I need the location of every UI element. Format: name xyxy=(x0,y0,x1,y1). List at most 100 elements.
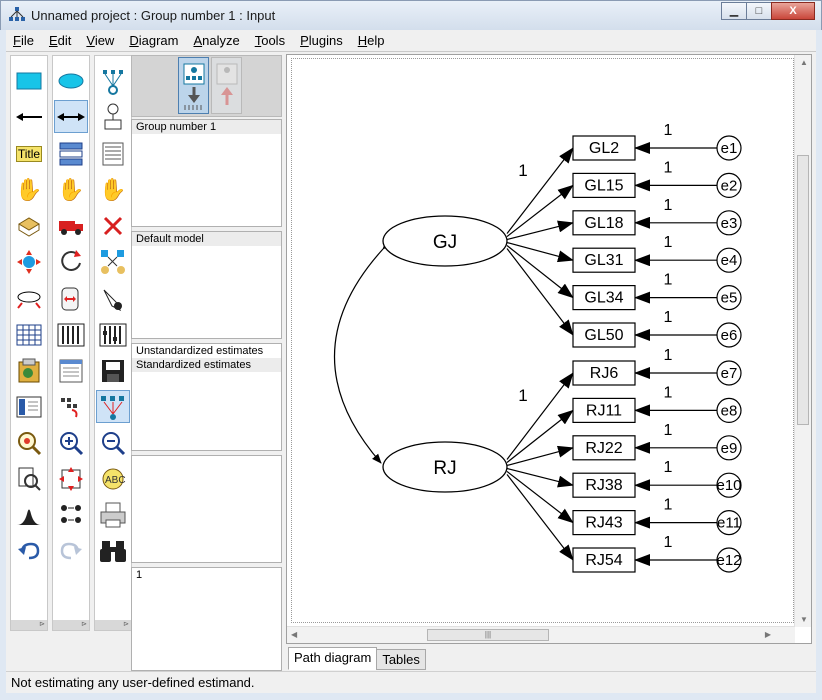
horizontal-scroll-thumb[interactable]: ||| xyxy=(427,629,549,641)
error-variable-e12[interactable] xyxy=(716,547,742,573)
vertical-scroll-thumb[interactable] xyxy=(797,155,809,425)
error-weight-label[interactable]: 1 xyxy=(664,384,673,401)
observed-variable-rj22[interactable] xyxy=(572,435,636,461)
error-variable-e10[interactable] xyxy=(716,472,742,498)
menu-help[interactable]: Help xyxy=(357,33,385,48)
error-variable-e3[interactable] xyxy=(716,210,742,236)
maximize-button[interactable]: □ xyxy=(746,2,772,20)
menu-edit[interactable]: Edit xyxy=(48,33,72,48)
observed-variable-label[interactable]: RJ6 xyxy=(590,365,619,382)
zoom-in-icon[interactable] xyxy=(54,426,88,459)
touch-up-variable-icon[interactable] xyxy=(96,282,130,315)
zoom-out-icon[interactable] xyxy=(96,426,130,459)
sliders-icon[interactable] xyxy=(96,318,130,351)
view-output-button[interactable] xyxy=(211,57,242,114)
error-variable-e6[interactable] xyxy=(716,322,742,348)
tool-column-1-scroll[interactable]: ⊳ xyxy=(11,620,47,630)
error-variable-e7[interactable] xyxy=(716,360,742,386)
error-variable-e9[interactable] xyxy=(716,435,742,461)
double-arrow-tool[interactable] xyxy=(54,100,88,133)
observed-variable-rj43[interactable] xyxy=(572,510,636,536)
loading-path-gl31[interactable] xyxy=(506,241,574,263)
select-all-hand-icon[interactable]: ✋ xyxy=(57,176,85,202)
multiple-group-icon[interactable] xyxy=(54,498,88,531)
error-weight-label[interactable]: 1 xyxy=(664,422,673,439)
list-variables-in-model-icon[interactable] xyxy=(54,137,88,170)
text-output-icon[interactable] xyxy=(54,354,88,387)
error-weight-label[interactable]: 1 xyxy=(664,159,673,176)
observed-variable-label[interactable]: RJ54 xyxy=(585,552,622,569)
menu-diagram[interactable]: Diagram xyxy=(129,33,179,48)
error-variable-label[interactable]: e8 xyxy=(721,402,738,419)
latent-variable-gj[interactable] xyxy=(382,215,508,267)
draw-observed-variable-tool[interactable] xyxy=(12,64,46,97)
observed-variable-gl34[interactable] xyxy=(572,285,636,311)
covariance-path[interactable] xyxy=(334,239,393,464)
rotate-icon[interactable] xyxy=(54,245,88,278)
error-variable-e8[interactable] xyxy=(716,397,742,423)
group-item[interactable]: Group number 1 xyxy=(132,120,281,134)
observed-variable-label[interactable]: RJ38 xyxy=(585,477,622,494)
loading-path-gl34[interactable] xyxy=(506,245,574,299)
vertical-scrollbar[interactable]: ▲ ▼ xyxy=(794,55,811,627)
observed-variable-label[interactable]: GL18 xyxy=(584,215,623,232)
preserve-symmetries-icon[interactable] xyxy=(96,245,130,278)
error-weight-label[interactable]: 1 xyxy=(664,197,673,214)
error-variable-e1[interactable] xyxy=(716,135,742,161)
save-icon[interactable] xyxy=(96,354,130,387)
error-variable-label[interactable]: e2 xyxy=(721,177,738,194)
loading-path-rj6[interactable] xyxy=(506,372,574,460)
erase-icon[interactable] xyxy=(96,209,130,242)
specification-search-icon[interactable] xyxy=(96,390,130,423)
observed-variable-gl15[interactable] xyxy=(572,172,636,199)
error-variable-label[interactable]: e3 xyxy=(721,215,738,232)
output-item[interactable]: 1 xyxy=(136,569,143,581)
observed-variable-label[interactable]: GL50 xyxy=(584,327,623,344)
deselect-all-hand-icon[interactable]: ✋ xyxy=(99,176,127,202)
undo-icon[interactable] xyxy=(12,534,46,567)
shape-change-icon[interactable] xyxy=(12,282,46,315)
error-weight-label[interactable]: 1 xyxy=(664,534,673,551)
menu-plugins[interactable]: Plugins xyxy=(300,33,343,48)
loading-path-gl2[interactable] xyxy=(506,147,574,234)
observed-variable-label[interactable]: GL2 xyxy=(589,140,619,157)
matrix-view-icon[interactable] xyxy=(54,318,88,351)
loading-path-gl50[interactable] xyxy=(506,248,574,336)
observed-variable-gl18[interactable] xyxy=(572,210,636,236)
loading-path-rj43[interactable] xyxy=(506,470,574,524)
tool-column-2-scroll[interactable]: ⊳ xyxy=(53,620,89,630)
error-variable-e5[interactable] xyxy=(716,285,742,311)
data-files-icon[interactable] xyxy=(12,354,46,387)
loading-fixed-label[interactable]: 1 xyxy=(518,386,527,405)
error-variable-label[interactable]: e6 xyxy=(721,327,738,344)
observed-variable-label[interactable]: RJ11 xyxy=(586,402,622,419)
loading-path-gl18[interactable] xyxy=(506,220,574,241)
list-variables-icon[interactable] xyxy=(12,318,46,351)
loading-fixed-label[interactable]: 1 xyxy=(518,161,527,180)
view-page-icon[interactable] xyxy=(12,462,46,495)
menu-tools[interactable]: Tools xyxy=(254,33,286,48)
observed-variable-gl31[interactable] xyxy=(572,247,636,273)
observed-variable-gl50[interactable] xyxy=(572,322,636,348)
redo-icon[interactable] xyxy=(54,534,88,567)
latent-variable-label[interactable]: RJ xyxy=(433,458,456,479)
error-variable-label[interactable]: e12 xyxy=(716,552,741,569)
estimate-item-standardized[interactable]: Standardized estimates xyxy=(132,358,281,372)
analysis-properties-icon[interactable] xyxy=(12,390,46,423)
move-parameters-icon[interactable] xyxy=(12,245,46,278)
observed-variable-label[interactable]: RJ43 xyxy=(585,515,622,532)
tab-tables[interactable]: Tables xyxy=(376,649,426,670)
close-button[interactable]: X xyxy=(771,2,815,20)
tab-path-diagram[interactable]: Path diagram xyxy=(288,647,378,670)
select-one-hand-icon[interactable]: ✋ xyxy=(15,176,43,202)
loading-path-rj38[interactable] xyxy=(506,467,574,488)
list-variables-in-dataset-icon[interactable] xyxy=(96,137,130,170)
loading-path-rj54[interactable] xyxy=(506,474,574,561)
calculate-estimates-icon[interactable] xyxy=(54,390,88,423)
print-icon[interactable] xyxy=(96,498,130,531)
model-item[interactable]: Default model xyxy=(132,232,281,246)
error-variable-e11[interactable] xyxy=(716,510,742,536)
loading-path-rj22[interactable] xyxy=(506,445,574,467)
